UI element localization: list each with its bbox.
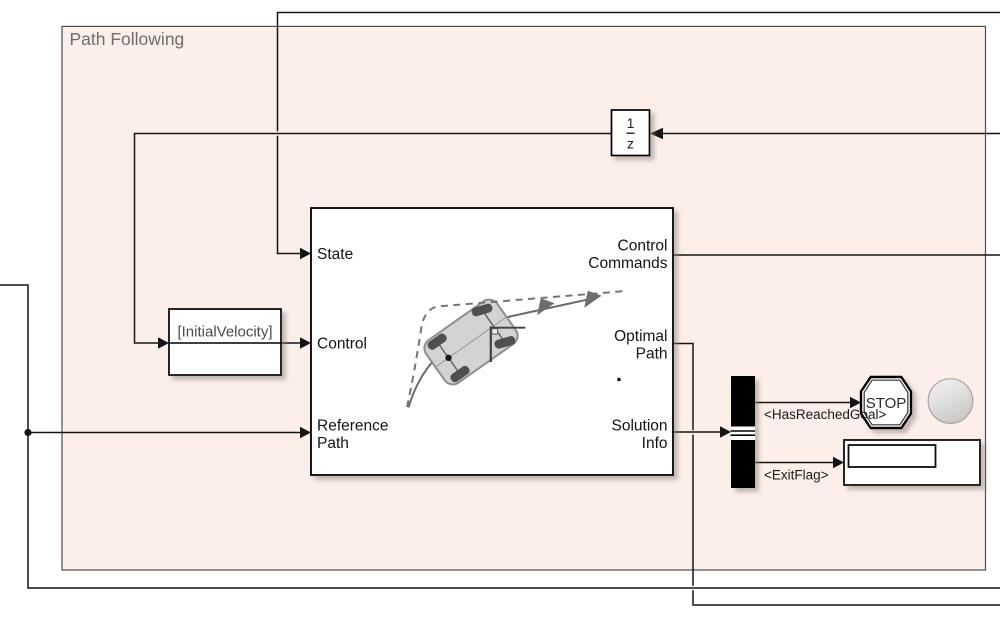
svg-text:Info: Info [642, 435, 668, 452]
svg-text:Reference: Reference [317, 417, 389, 434]
svg-text:<HasReachedGoal>: <HasReachedGoal> [764, 407, 886, 422]
svg-text:STOP: STOP [866, 395, 907, 412]
svg-text:z: z [627, 136, 634, 152]
svg-text:Path: Path [636, 346, 668, 363]
svg-text:[InitialVelocity]: [InitialVelocity] [177, 324, 272, 341]
svg-text:Commands: Commands [588, 255, 667, 272]
svg-text:Path: Path [317, 435, 349, 452]
svg-text:State: State [317, 246, 353, 263]
svg-text:Path Following: Path Following [70, 29, 185, 49]
svg-text:Solution: Solution [611, 417, 667, 434]
svg-text:<ExitFlag>: <ExitFlag> [764, 468, 829, 483]
svg-text:1: 1 [627, 115, 635, 131]
svg-text:Control: Control [317, 335, 367, 352]
svg-text:Control: Control [618, 238, 668, 255]
svg-text:Optimal: Optimal [614, 328, 667, 345]
